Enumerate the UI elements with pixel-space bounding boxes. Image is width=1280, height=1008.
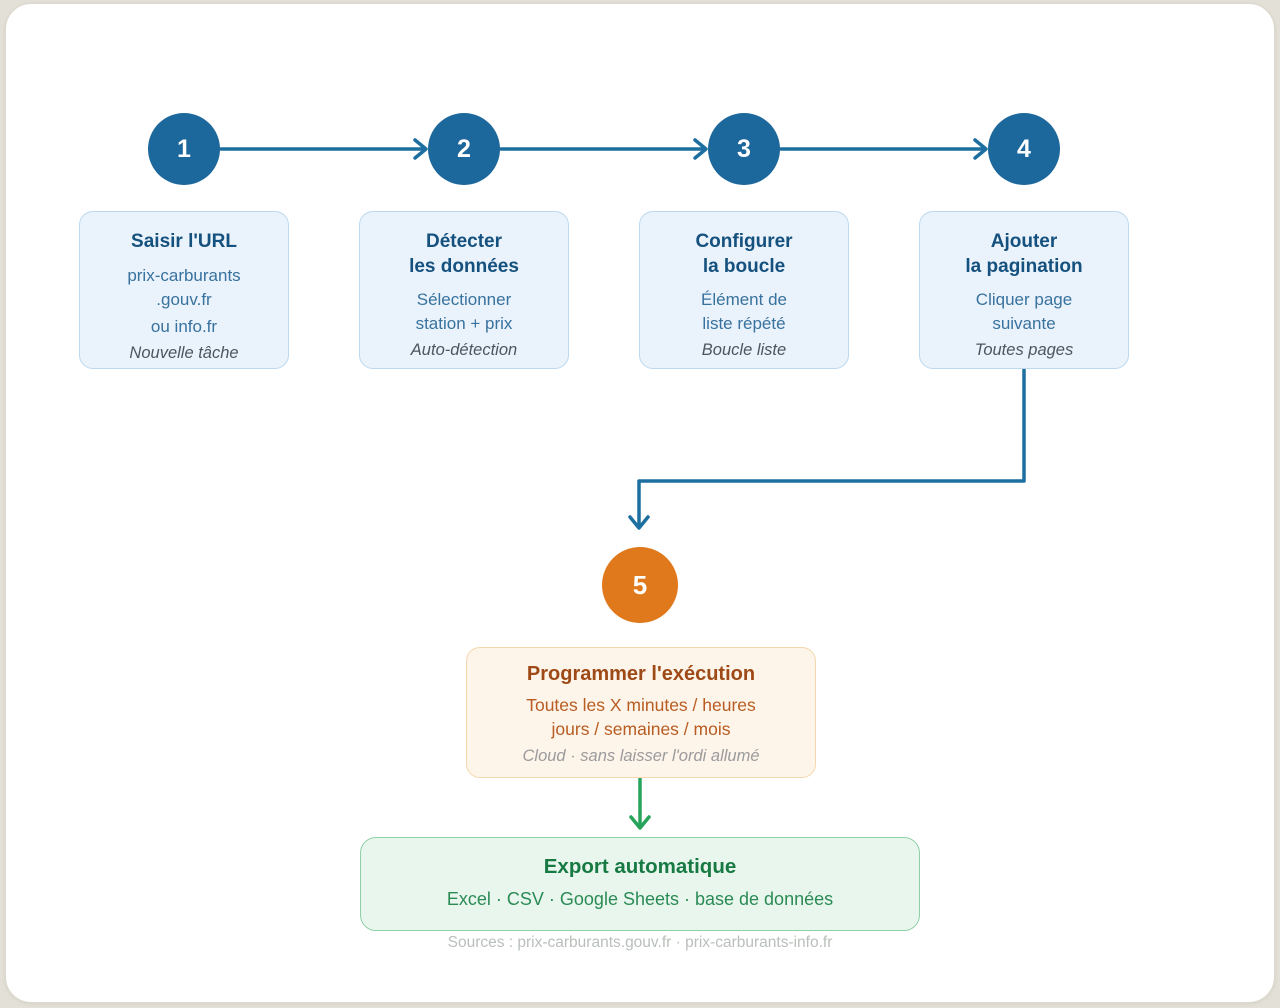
schedule-panel-body: Toutes les X minutes / heures jours / se… bbox=[526, 695, 756, 739]
step-2-circle: 2 bbox=[428, 113, 500, 185]
step-4-note: Toutes pages bbox=[974, 341, 1074, 359]
step-1-body-secondary: ou info.fr bbox=[150, 317, 218, 336]
step-4-body: Cliquer page suivante bbox=[975, 290, 1073, 333]
step-2-note: Auto-détection bbox=[410, 341, 518, 359]
step-1-circle: 1 bbox=[148, 113, 220, 185]
step-3-box: Configurer la boucle Élément de liste ré… bbox=[639, 211, 849, 369]
schedule-panel-title: Programmer l'exécution bbox=[526, 663, 756, 685]
step-4-number: 4 bbox=[1017, 134, 1031, 163]
step-2-number: 2 bbox=[457, 134, 471, 163]
export-panel: Export automatique Excel · CSV · Google … bbox=[360, 837, 920, 931]
step-1-title: Saisir l'URL bbox=[131, 231, 237, 252]
step-3-body: Élément de liste répété bbox=[701, 290, 787, 333]
step-5-circle: 5 bbox=[602, 547, 678, 623]
step-1-number: 1 bbox=[177, 134, 191, 163]
step-1-note: Nouvelle tâche bbox=[129, 344, 239, 362]
step-3-title: Configurer la boucle bbox=[695, 231, 793, 277]
export-panel-title: Export automatique bbox=[543, 855, 737, 878]
step-3-circle: 3 bbox=[708, 113, 780, 185]
step-3-note: Boucle liste bbox=[701, 341, 787, 359]
step-4-title: Ajouter la pagination bbox=[965, 231, 1083, 277]
step-2-body: Sélectionner station + prix bbox=[415, 290, 513, 333]
step-4-box: Ajouter la pagination Cliquer page suiva… bbox=[919, 211, 1129, 369]
step-4-circle: 4 bbox=[988, 113, 1060, 185]
export-panel-body: Excel · CSV · Google Sheets · base de do… bbox=[446, 889, 834, 909]
step-2-box: Détecter les données Sélectionner statio… bbox=[359, 211, 569, 369]
step-1-box: Saisir l'URL prix-carburants .gouv.fr ou… bbox=[79, 211, 289, 369]
step-2-title: Détecter les données bbox=[409, 231, 519, 277]
step-5-number: 5 bbox=[632, 569, 648, 600]
step-3-number: 3 bbox=[737, 134, 751, 163]
schedule-panel: Programmer l'exécution Toutes les X minu… bbox=[466, 647, 816, 778]
sources-note: Sources : prix-carburants.gouv.fr · prix… bbox=[447, 934, 833, 951]
step-1-body: prix-carburants .gouv.fr bbox=[127, 266, 241, 309]
schedule-panel-note: Cloud · sans laisser l'ordi allumé bbox=[522, 747, 760, 765]
